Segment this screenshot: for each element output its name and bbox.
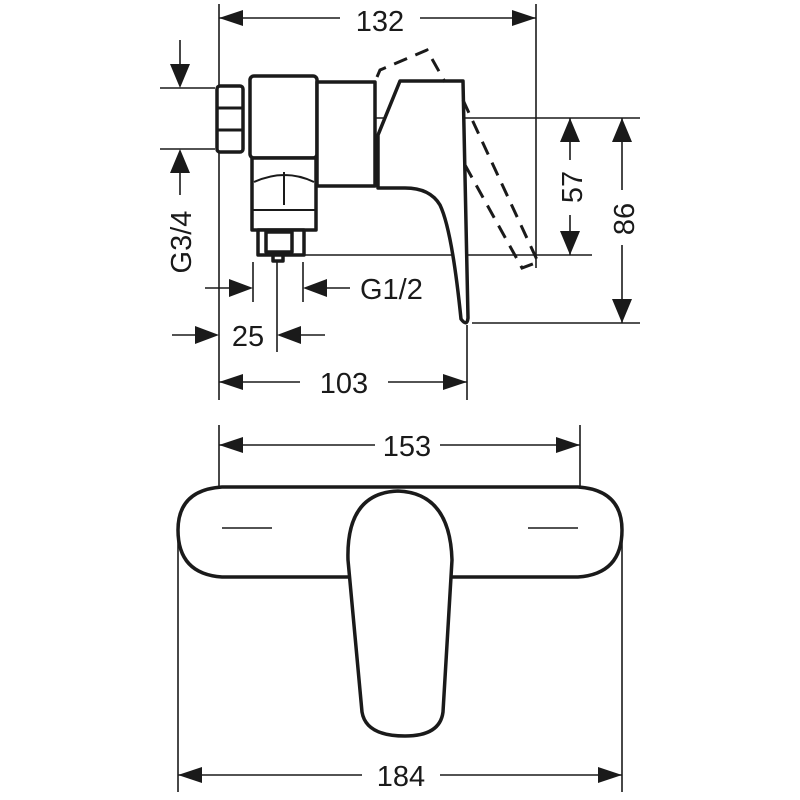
dim-label-86: 86	[609, 203, 641, 235]
side-view: 132 G3/4 57 86 G1/2 25	[160, 2, 641, 400]
dim-label-184: 184	[377, 761, 425, 793]
dim-label-103: 103	[320, 368, 368, 400]
dim-label-g3-4: G3/4	[166, 211, 198, 274]
dim-label-g1-2: G1/2	[360, 274, 423, 306]
front-view: 153 184	[176, 425, 624, 793]
dim-label-25: 25	[232, 321, 264, 353]
lever-open-position	[375, 48, 447, 83]
inlet-nut	[215, 84, 245, 154]
dim-label-57: 57	[557, 171, 589, 203]
dim-label-132: 132	[356, 6, 404, 38]
front-lever-handle	[346, 489, 454, 738]
lever-handle	[376, 79, 470, 325]
valve-body	[248, 74, 319, 160]
dim-label-153: 153	[383, 431, 431, 463]
